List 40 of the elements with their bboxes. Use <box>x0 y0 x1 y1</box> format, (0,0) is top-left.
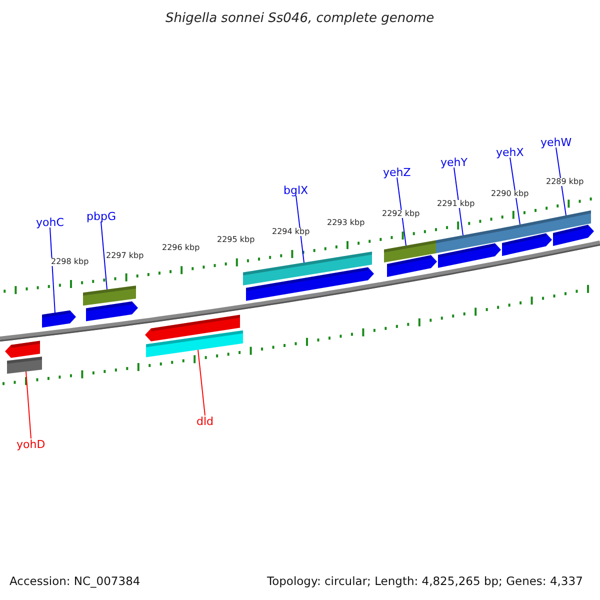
scale-label: 2293 kbp <box>327 219 365 228</box>
leader-line <box>50 227 56 314</box>
feature-bar <box>551 210 591 232</box>
scale-label: 2297 kbp <box>106 252 144 260</box>
gene-name: pbpG <box>86 210 116 222</box>
gene-name: yehW <box>540 136 572 148</box>
feature-bar <box>146 330 243 358</box>
leader-line <box>556 147 566 216</box>
leader-line <box>396 177 406 246</box>
leader-line <box>510 157 520 225</box>
accession-text: Accession: NC_007384 <box>10 576 140 588</box>
scale-label: 2292 kbp <box>382 210 420 218</box>
feature-bar <box>7 356 42 374</box>
scale-label: 2289 kbp <box>546 178 584 186</box>
gene-name: dld <box>196 416 214 426</box>
feature-bar <box>436 228 500 254</box>
feature-bar <box>384 240 436 262</box>
scale-label: 2294 kbp <box>272 228 310 236</box>
scale-label: 2298 kbp <box>51 258 89 266</box>
gene-name: bglX <box>284 184 308 196</box>
title: Shigella sonnei Ss046, complete genome <box>166 12 434 24</box>
gene-segment <box>42 310 76 328</box>
leader-line <box>454 167 464 236</box>
feature-bar <box>243 252 372 286</box>
scale-label: 2290 kbp <box>491 190 529 198</box>
leader-line <box>198 349 206 416</box>
leader-line <box>296 195 304 264</box>
feature-bar <box>500 218 551 242</box>
leader-line <box>26 370 32 439</box>
gene-name: yohC <box>36 216 64 228</box>
feature-bar <box>83 286 136 306</box>
scale-label: 2295 kbp <box>217 236 255 244</box>
scale-label: 2291 kbp <box>437 200 475 208</box>
gene-name: yehY <box>440 156 468 168</box>
scale-label: 2296 kbp <box>162 244 200 252</box>
gene-name: yehX <box>496 146 524 158</box>
gene-name: yehZ <box>383 166 411 178</box>
leader-line <box>100 221 108 290</box>
gene-name: yohD <box>16 438 46 450</box>
genome-summary: Topology: circular; Length: 4,825,265 bp; Genes: 4,337 <box>267 576 583 588</box>
